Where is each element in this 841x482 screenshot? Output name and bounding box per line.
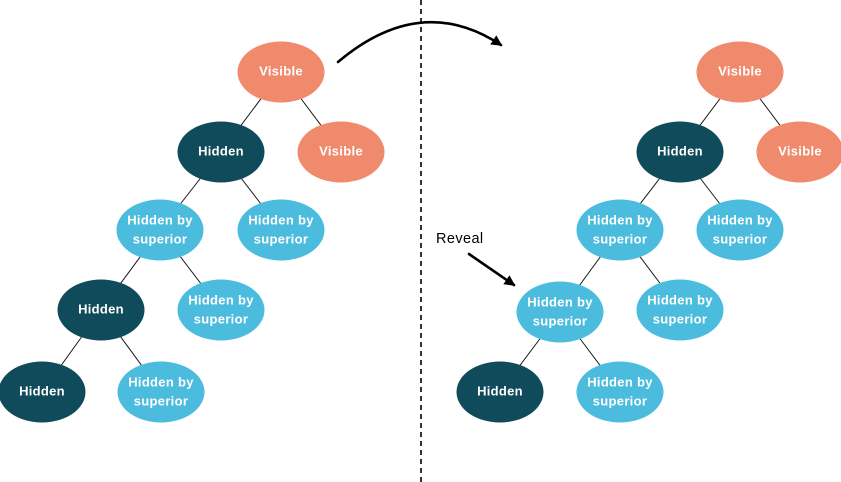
right-l2-hidden: Hidden <box>636 121 724 183</box>
node-label: Hidden by superior <box>587 374 653 408</box>
right-l4-hidden-by-superior: Hidden by superior <box>636 279 724 341</box>
left-l2-visible: Visible <box>297 121 385 183</box>
reveal-arrow-icon <box>467 252 516 287</box>
right-l2-visible: Visible <box>756 121 841 183</box>
right-l5-hidden: Hidden <box>456 361 544 423</box>
node-label: Hidden <box>78 301 124 317</box>
right-l4-hidden-by-superior-revealed: Hidden by superior <box>516 281 604 343</box>
reveal-label: Reveal <box>436 231 484 247</box>
left-l2-hidden: Hidden <box>177 121 265 183</box>
node-label: Visible <box>259 63 303 79</box>
right-l3-hidden-by-superior-left: Hidden by superior <box>576 199 664 261</box>
left-l3-hidden-by-superior-left: Hidden by superior <box>116 199 204 261</box>
node-label: Hidden <box>19 383 65 399</box>
node-label: Hidden <box>477 383 523 399</box>
node-label: Visible <box>319 143 363 159</box>
node-label: Hidden by superior <box>707 212 773 246</box>
left-l3-hidden-by-superior-right: Hidden by superior <box>237 199 325 261</box>
node-label: Hidden by superior <box>127 212 193 246</box>
node-label: Hidden by superior <box>188 292 254 326</box>
left-l5-hidden-by-superior: Hidden by superior <box>117 361 205 423</box>
node-label: Hidden by superior <box>248 212 314 246</box>
left-l5-hidden: Hidden <box>0 361 86 423</box>
node-label: Hidden by superior <box>128 374 194 408</box>
left-root-visible: Visible <box>237 41 325 103</box>
node-label: Visible <box>718 63 762 79</box>
node-label: Hidden by superior <box>647 292 713 326</box>
node-label: Hidden by superior <box>527 294 593 328</box>
right-l3-hidden-by-superior-right: Hidden by superior <box>696 199 784 261</box>
right-root-visible: Visible <box>696 41 784 103</box>
node-label: Hidden by superior <box>587 212 653 246</box>
left-l4-hidden: Hidden <box>57 279 145 341</box>
node-label: Visible <box>778 143 822 159</box>
node-label: Hidden <box>657 143 703 159</box>
node-label: Hidden <box>198 143 244 159</box>
left-l4-hidden-by-superior: Hidden by superior <box>177 279 265 341</box>
transition-arrow-icon <box>336 20 503 64</box>
right-l5-hidden-by-superior: Hidden by superior <box>576 361 664 423</box>
